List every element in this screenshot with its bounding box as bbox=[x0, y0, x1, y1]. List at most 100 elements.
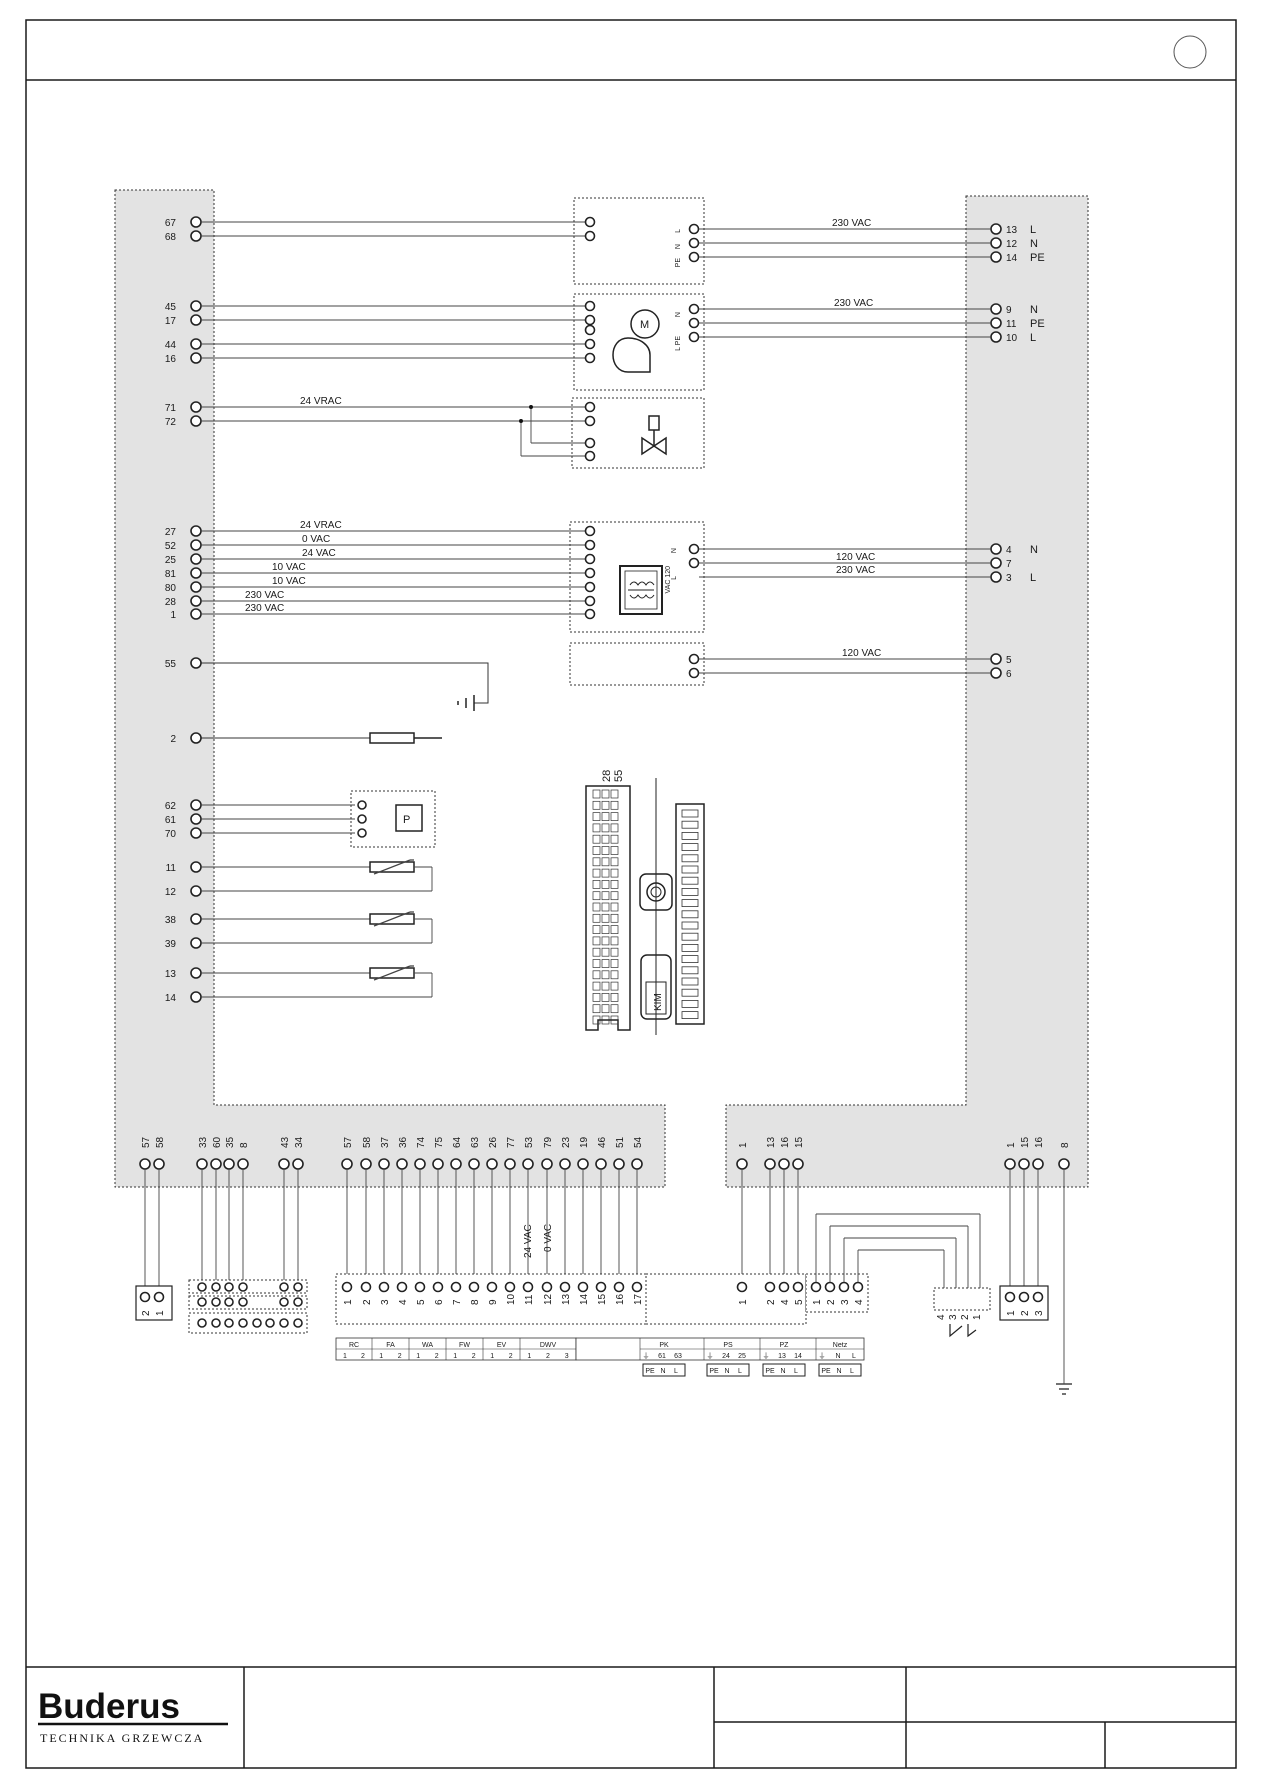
left-terminal-ring bbox=[190, 567, 202, 579]
strip-pin-ring bbox=[810, 1281, 822, 1293]
brand-tagline: TECHNIKA GRZEWCZA bbox=[40, 1731, 204, 1745]
connector-pin-ring bbox=[153, 1291, 165, 1303]
connector-pin bbox=[610, 947, 619, 957]
module-pin bbox=[688, 317, 700, 329]
bottom-right-terminal-number: 13 bbox=[766, 1136, 777, 1148]
module-pin bbox=[584, 216, 596, 228]
connector-top-number: 28 bbox=[601, 770, 613, 782]
bottom-mid-terminal-ring bbox=[378, 1158, 390, 1170]
power-sub-label: L bbox=[794, 1368, 798, 1375]
ntc-slash bbox=[373, 859, 411, 875]
power-label: Netz bbox=[833, 1342, 848, 1349]
strip-pin-ring bbox=[613, 1281, 625, 1293]
connector-pin bbox=[592, 789, 601, 799]
connector-2-1 bbox=[135, 1285, 173, 1321]
left-terminal-number: 11 bbox=[166, 863, 177, 874]
strip-pin-ring bbox=[764, 1281, 776, 1293]
connector-pin bbox=[610, 891, 619, 901]
switch-pin-number: 4 bbox=[936, 1314, 947, 1320]
left-terminal-ring bbox=[190, 913, 202, 925]
bottom-left-terminal-number: 43 bbox=[280, 1136, 291, 1148]
connector-pin bbox=[681, 944, 699, 952]
aux-120-box bbox=[569, 642, 705, 686]
power-pin-label: 14 bbox=[794, 1353, 802, 1360]
bottom-mid-terminal-ring bbox=[414, 1158, 426, 1170]
bottom-left-terminal-number: 35 bbox=[225, 1136, 236, 1148]
right-terminal-number: 6 bbox=[1006, 669, 1012, 680]
connector-pin bbox=[592, 857, 601, 867]
module-pin bbox=[688, 251, 700, 263]
main-connector-strip-right bbox=[645, 1273, 807, 1325]
bottom-far-terminal-number: 8 bbox=[1060, 1142, 1071, 1148]
right-terminal-tag: L bbox=[1030, 572, 1036, 584]
left-terminal-ring bbox=[190, 967, 202, 979]
pin-letter: N bbox=[671, 548, 678, 553]
right-terminal-ring bbox=[990, 317, 1002, 329]
motor-label: M bbox=[640, 319, 649, 331]
power-sub-label: PE bbox=[821, 1368, 831, 1375]
strip-pin-number: 16 bbox=[615, 1293, 626, 1305]
connector-pin bbox=[681, 809, 699, 818]
connector-pin bbox=[592, 880, 601, 889]
module-pin bbox=[688, 223, 700, 235]
bottom-mid-terminal-ring bbox=[468, 1158, 480, 1170]
strip-pin-ring bbox=[468, 1281, 480, 1293]
bottom-right-terminal-number: 15 bbox=[794, 1136, 805, 1148]
bottom-mid-terminal-number: 64 bbox=[452, 1136, 463, 1148]
strip-pin-ring bbox=[792, 1281, 804, 1293]
connector-pin bbox=[601, 812, 610, 821]
module-pin bbox=[584, 324, 596, 336]
right-terminal-number: 5 bbox=[1006, 655, 1012, 666]
strip-pin-number: 15 bbox=[597, 1293, 608, 1305]
function-pin-label: 2 bbox=[546, 1353, 550, 1360]
power-pin-label: ⏚ bbox=[763, 1352, 770, 1360]
strip-pin-ring bbox=[414, 1281, 426, 1293]
junction-dot bbox=[529, 405, 533, 409]
power-label: PS bbox=[723, 1342, 733, 1349]
left-terminal-ring bbox=[190, 581, 202, 593]
bottom-mid-terminal-number: 77 bbox=[506, 1136, 517, 1148]
power-sub-label: L bbox=[674, 1368, 678, 1375]
left-terminal-number: 70 bbox=[165, 829, 177, 840]
function-label: WA bbox=[422, 1342, 433, 1349]
left-terminal-number: 38 bbox=[165, 915, 177, 926]
bottom-far-terminal-ring bbox=[1058, 1158, 1070, 1170]
strip-pin-ring bbox=[522, 1281, 534, 1293]
bottom-left-terminal-ring bbox=[153, 1158, 165, 1170]
connector-pin bbox=[681, 854, 699, 863]
strip-pin-ring bbox=[631, 1281, 643, 1293]
connector-pin bbox=[601, 846, 610, 855]
connector-pin bbox=[592, 970, 601, 980]
wire-label-120: 120 VAC bbox=[836, 552, 875, 563]
bottom-mid-terminal-number: 37 bbox=[380, 1136, 391, 1148]
connector-pin bbox=[681, 955, 699, 963]
right-terminal-number: 10 bbox=[1006, 333, 1018, 344]
module-pin bbox=[584, 567, 596, 579]
bottom-mid-terminal-number: 63 bbox=[470, 1136, 481, 1148]
connector-pin bbox=[601, 993, 610, 1002]
gas-valve-icon bbox=[641, 415, 667, 456]
connector-pin bbox=[601, 868, 610, 878]
connector-pin bbox=[681, 910, 699, 919]
module-pin bbox=[584, 450, 596, 462]
bottom-right-terminal-number: 16 bbox=[780, 1136, 791, 1148]
bottom-far-terminal-number: 1 bbox=[1006, 1142, 1017, 1148]
bottom-left-terminal-number: 57 bbox=[141, 1136, 152, 1148]
bottom-mid-terminal-ring bbox=[341, 1158, 353, 1170]
connector-pin-number: 3 bbox=[1034, 1310, 1045, 1316]
power-pin-label: ⏚ bbox=[819, 1352, 826, 1360]
pump-module-box bbox=[573, 293, 705, 391]
connector-pin bbox=[681, 832, 699, 840]
ground-symbol-icon bbox=[196, 662, 489, 711]
pin-letter: L bbox=[671, 576, 678, 580]
left-terminal-number: 39 bbox=[165, 939, 177, 950]
bottom-mid-terminal-ring bbox=[432, 1158, 444, 1170]
right-terminal-tag: N bbox=[1030, 238, 1038, 250]
connector-pin-ring bbox=[279, 1318, 289, 1328]
connector-pin-ring bbox=[1032, 1291, 1044, 1303]
module-pin bbox=[688, 331, 700, 343]
connector-pin bbox=[610, 857, 619, 867]
connector-pin bbox=[610, 936, 619, 946]
connector-pin bbox=[681, 1000, 699, 1008]
strip-pin-ring bbox=[595, 1281, 607, 1293]
